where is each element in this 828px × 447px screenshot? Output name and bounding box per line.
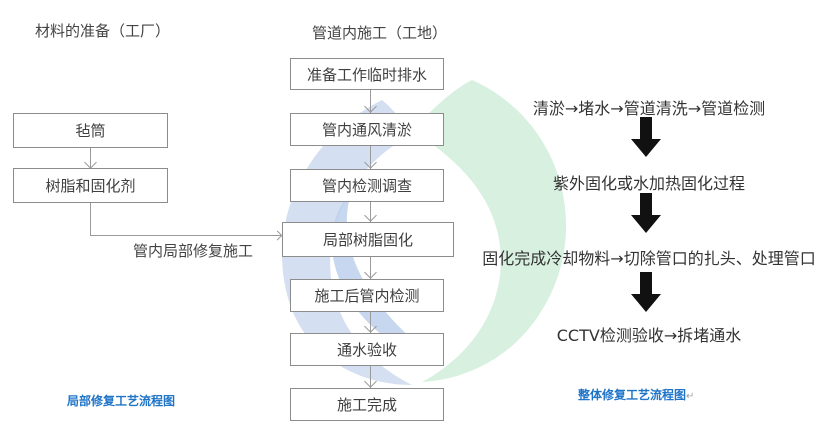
connector-line [370, 90, 371, 113]
left-heading: 材料的准备（工厂） [35, 22, 171, 40]
flow-box-felt-tube: 毡筒 [13, 113, 168, 148]
connector-line [90, 203, 91, 236]
big-arrow-down-icon [631, 117, 661, 157]
flow-box-water-acceptance: 通水验收 [290, 333, 444, 366]
connector-line [90, 235, 282, 236]
connector-line [370, 146, 371, 169]
arrow-down-icon [364, 375, 377, 388]
connector-line [370, 366, 371, 388]
flow-box-complete: 施工完成 [290, 388, 444, 421]
step-cctv-acceptance: CCTV检测验收→拆堵通水 [556, 326, 742, 345]
step-dredge-block-clean-inspect: 清淤→堵水→管道清洗→管道检测 [532, 99, 766, 118]
arrow-down-icon [364, 156, 377, 169]
flow-box-prep-drainage: 准备工作临时排水 [290, 58, 444, 90]
flow-box-post-inspection: 施工后管内检测 [290, 279, 444, 312]
big-arrow-down-icon [631, 272, 661, 312]
paragraph-mark-icon: ↵ [686, 391, 695, 402]
flow-box-ventilation-dredging: 管内通风清淤 [290, 113, 444, 146]
arrow-right-icon [272, 230, 283, 241]
arrow-down-icon [364, 209, 377, 222]
connector-line [370, 312, 371, 333]
big-arrow-down-icon [631, 193, 661, 233]
flow-box-resin-curing-agent: 树脂和固化剂 [13, 168, 168, 203]
step-uv-or-water-curing: 紫外固化或水加热固化过程 [552, 174, 745, 193]
flow-box-inspection-survey: 管内检测调查 [290, 169, 444, 202]
step-cool-cut-ends: 固化完成冷却物料→切除管口的扎头、处理管口 [482, 249, 816, 268]
arrow-down-icon [364, 320, 377, 333]
right-caption-text: 整体修复工艺流程图 [578, 388, 687, 402]
right-caption: 整体修复工艺流程图↵ [578, 386, 694, 403]
arrow-down-icon [364, 266, 377, 279]
connector-line [370, 202, 371, 222]
connector-line [90, 148, 91, 168]
center-heading: 管道内施工（工地） [312, 24, 448, 42]
arrow-down-icon [364, 100, 377, 113]
left-caption: 局部修复工艺流程图 [67, 394, 176, 408]
flow-box-local-resin-curing: 局部树脂固化 [282, 222, 454, 257]
connector-line [370, 257, 371, 279]
connector-label: 管内局部修复施工 [133, 242, 254, 260]
arrow-down-icon [84, 156, 97, 169]
